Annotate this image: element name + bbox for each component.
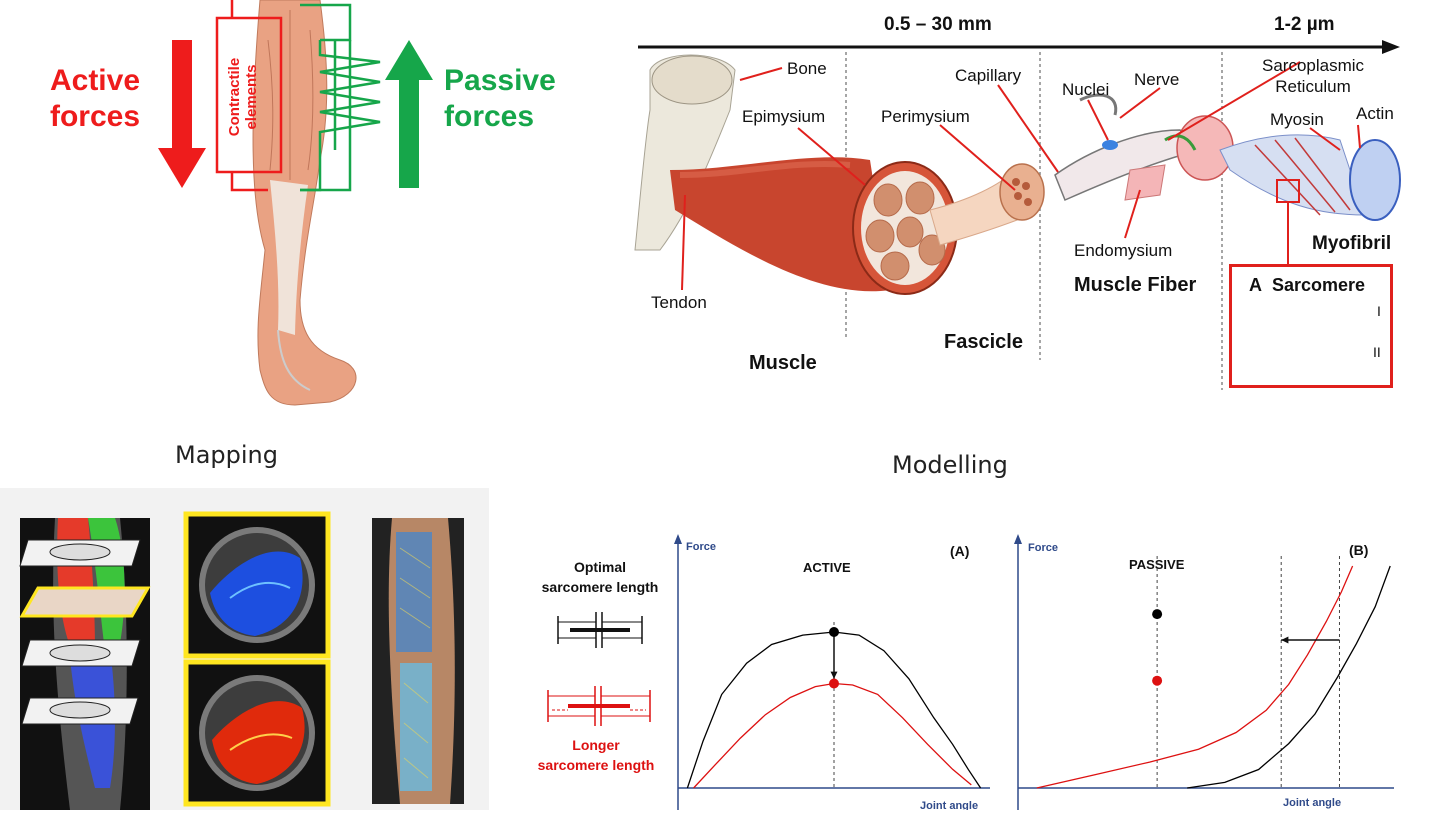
sarcomere-row-1-label: I [1377, 303, 1381, 319]
myosin-label: Myosin [1270, 110, 1324, 129]
chart-1-arrow-head [1281, 636, 1289, 644]
legend-longer-line-2: sarcomere length [537, 757, 655, 773]
contractile-line-1: Contractile [226, 57, 243, 137]
chart-0-marker-1 [829, 678, 839, 689]
active-ylabel: Force [686, 541, 716, 553]
chart-0-marker-0 [829, 627, 839, 637]
sarcomere-title: Sarcomere [1272, 275, 1366, 295]
mapping-panel [0, 488, 489, 810]
passive-forces-label: Passive forces [444, 63, 574, 135]
contractile-elements-label: Contractile elements [196, 40, 286, 150]
passive-line-2: forces [444, 100, 535, 133]
tendon-label: Tendon [651, 293, 707, 312]
chart-1-marker-0 [1152, 609, 1163, 620]
chart-0-arrow-head [830, 671, 838, 679]
sarcomere-row-2-label: II [1373, 344, 1381, 360]
legend-optimal-line-2: sarcomere length [541, 579, 659, 595]
myofibril-label: Myofibril [1312, 233, 1392, 254]
chart-active: Force ACTIVE (A) Joint angle [674, 534, 990, 810]
chart-1-series-0 [1036, 565, 1354, 789]
chart-passive: Force PASSIVE (B) Joint angle [1014, 534, 1394, 810]
active-title: ACTIVE [803, 560, 851, 575]
active-xlabel: Joint angle [920, 800, 978, 810]
passive-panel-label: (B) [1349, 542, 1368, 558]
actin-label: Actin [1356, 104, 1394, 123]
legend-longer-line-1: Longer [572, 737, 620, 753]
chart-0-series-1 [693, 682, 972, 789]
legend-optimal-line-1: Optimal [573, 559, 627, 575]
passive-ylabel: Force [1028, 542, 1058, 554]
contractile-line-2: elements [243, 64, 260, 130]
level-muscle-fiber: Muscle Fiber [1074, 274, 1197, 296]
active-line-1: Active [49, 64, 141, 97]
bone-label: Bone [787, 59, 827, 78]
mapping-imagery [19, 511, 464, 810]
passive-line-1: Passive [444, 64, 556, 97]
sarcomere-letter: A [1249, 275, 1262, 295]
legend-optimal: Optimal sarcomere length [536, 557, 664, 597]
mapping-title: Mapping [175, 441, 278, 469]
sarcomere-box: A Sarcomere I II [1229, 264, 1393, 388]
hierarchy-illustration [634, 40, 1401, 390]
active-y-arrowhead [674, 534, 682, 544]
optimal-sarcomere-icon [557, 612, 643, 648]
endomysium-label: Endomysium [1074, 241, 1173, 260]
chart-1-series-1 [1187, 565, 1391, 789]
passive-force-arrow [385, 40, 433, 188]
chart-1-marker-1 [1152, 675, 1163, 686]
longer-sarcomere-icon [547, 686, 651, 726]
level-muscle: Muscle [749, 352, 817, 374]
level-fascicle: Fascicle [944, 331, 1023, 353]
active-line-2: forces [49, 100, 141, 133]
passive-y-arrowhead [1014, 534, 1022, 544]
chart-0-series-0 [686, 631, 982, 789]
active-forces-label: Active forces [40, 63, 150, 135]
scale-left-label: 0.5 – 30 mm [884, 14, 992, 35]
passive-xlabel: Joint angle [1283, 797, 1341, 809]
legend-longer: Longer sarcomere length [530, 735, 662, 775]
scale-right-label: 1-2 µm [1274, 14, 1335, 35]
nerve-label: Nerve [1134, 70, 1180, 89]
modelling-title: Modelling [892, 451, 1008, 479]
active-force-arrow [158, 40, 206, 188]
sarcoplasmic-line-1: Sarcoplasmic [1262, 56, 1365, 75]
sarcoplasmic-reticulum-label: Sarcoplasmic Reticulum [1262, 55, 1364, 97]
capillary-label: Capillary [955, 66, 1022, 85]
epimysium-label: Epimysium [742, 107, 826, 126]
nuclei-label: Nuclei [1062, 80, 1110, 99]
active-panel-label: (A) [950, 543, 969, 559]
leg-illustration [215, 0, 381, 406]
perimysium-label: Perimysium [881, 107, 970, 126]
sarcoplasmic-line-2: Reticulum [1275, 77, 1351, 96]
